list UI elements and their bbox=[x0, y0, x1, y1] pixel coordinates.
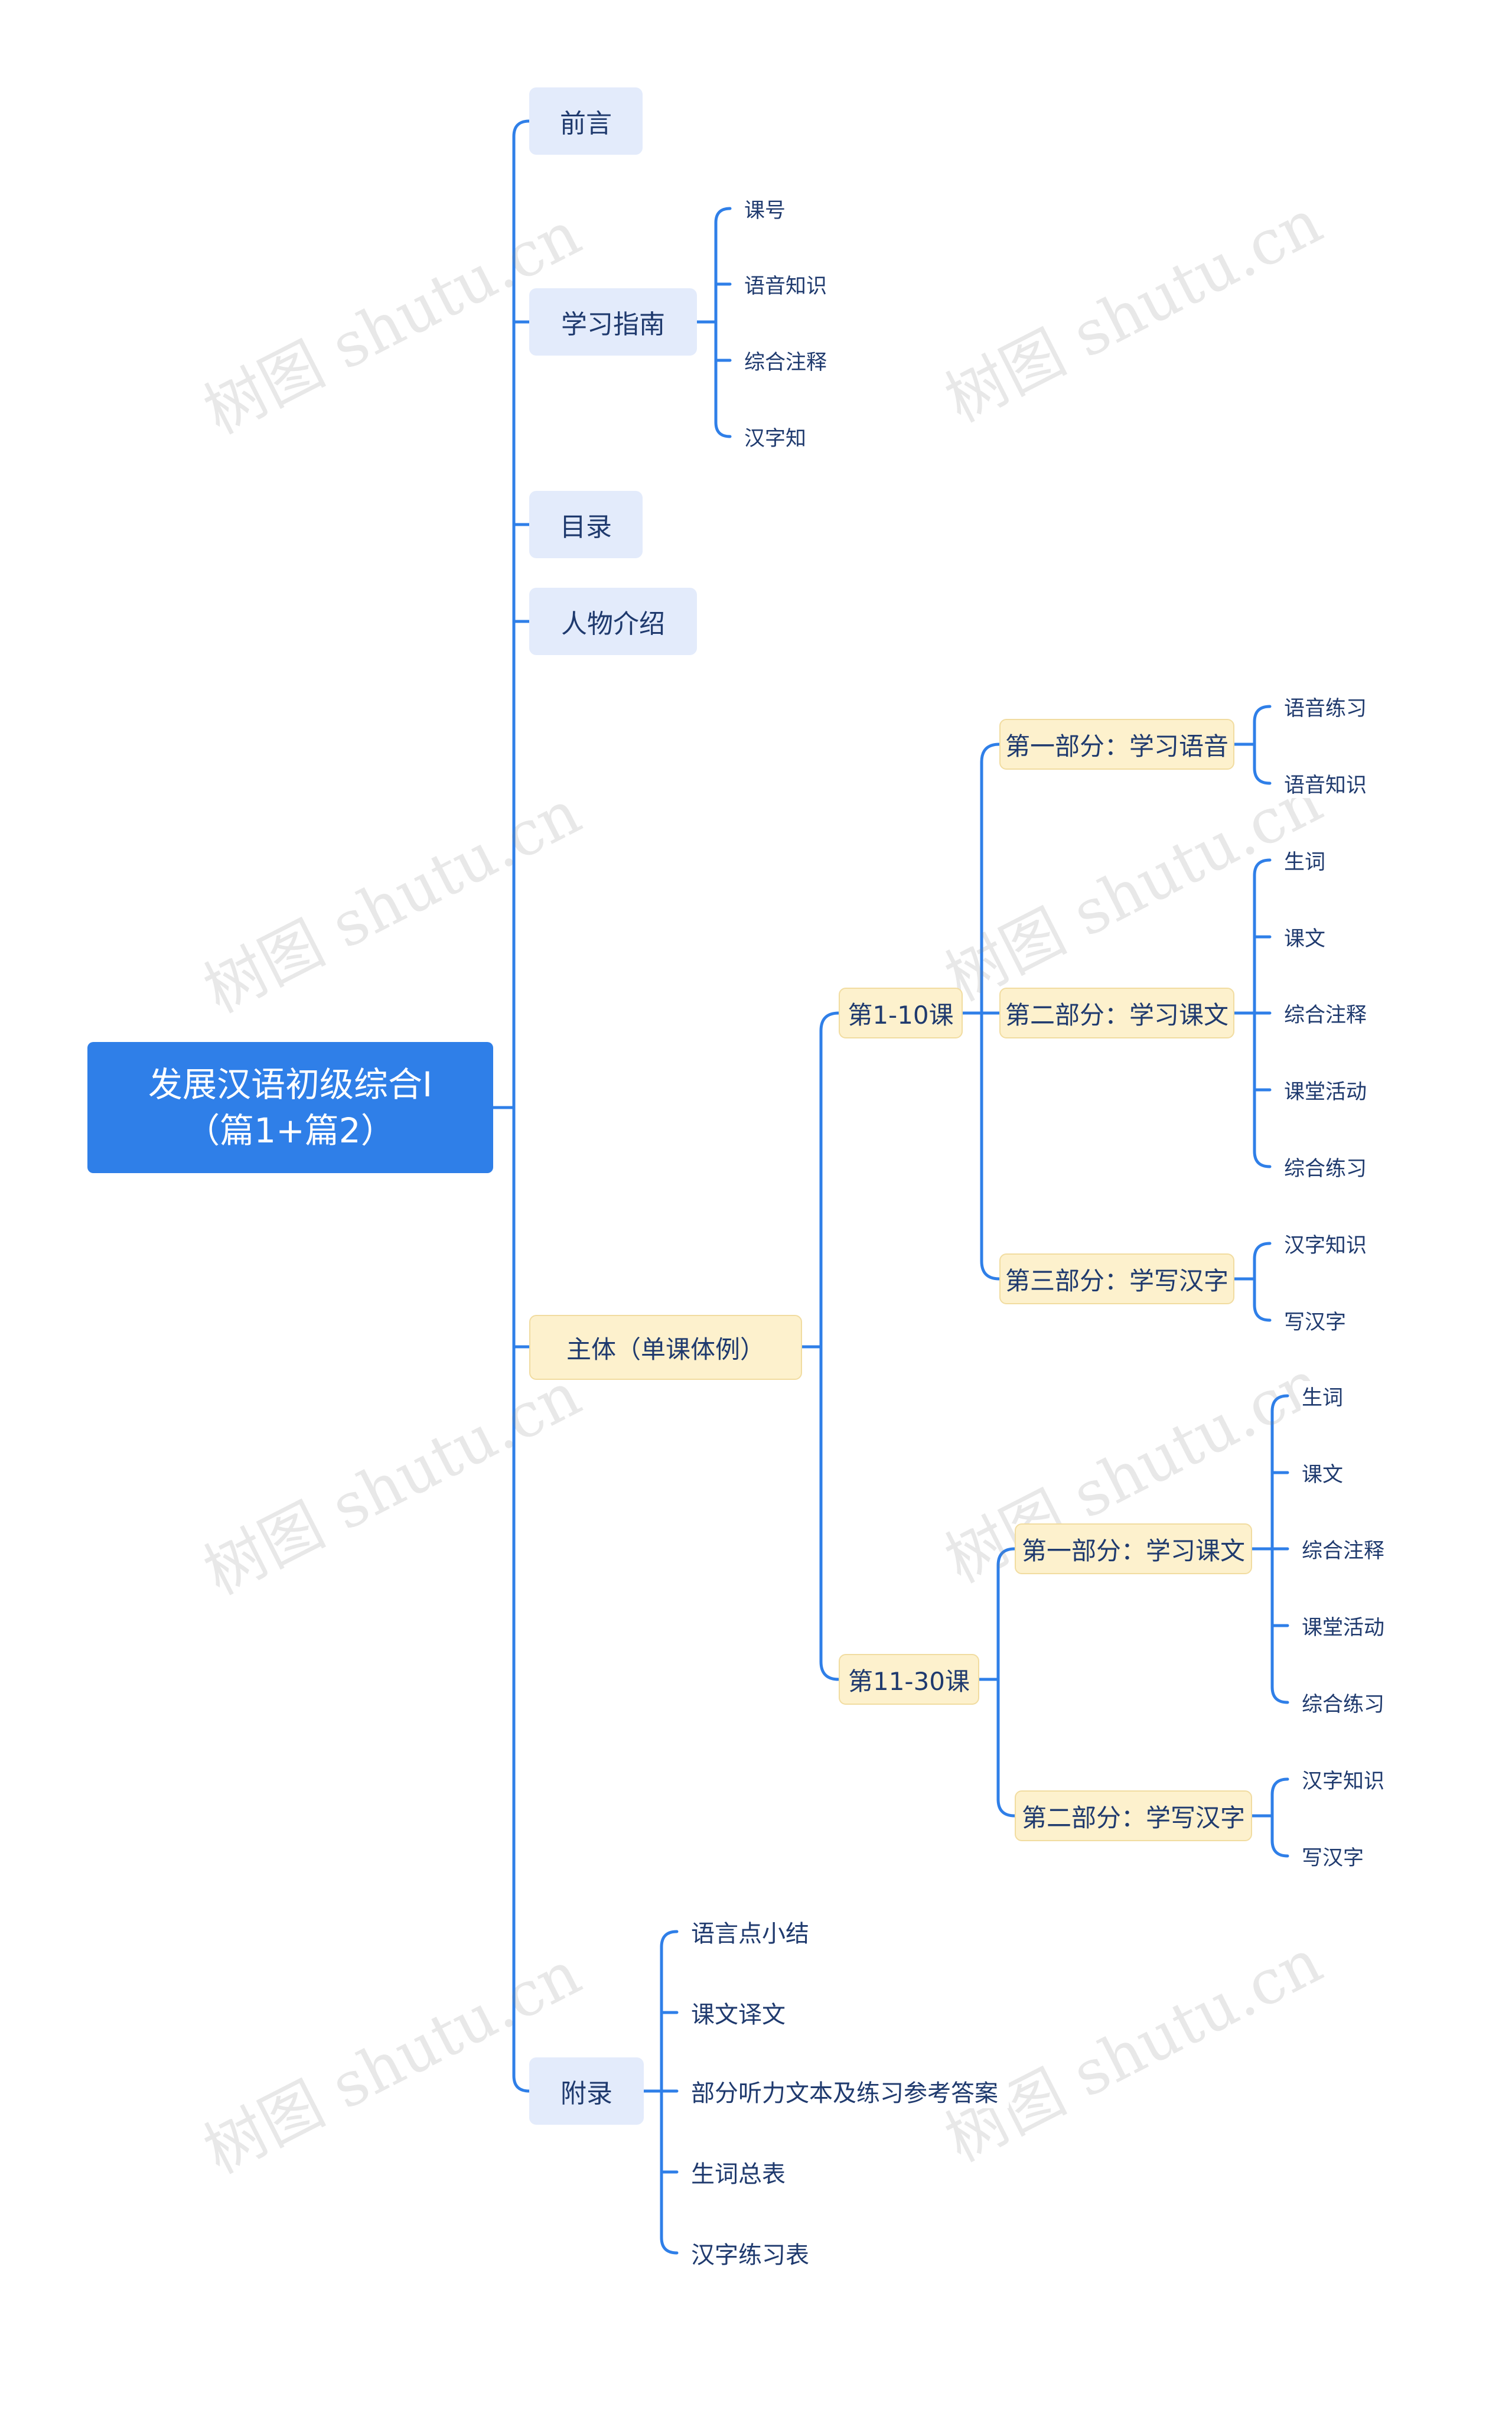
leaf-l1-part2-item[interactable]: 综合练习 bbox=[1283, 1152, 1401, 1181]
leaf-l2-part1-item[interactable]: 综合练习 bbox=[1301, 1688, 1419, 1717]
leaf-l2-part1-item[interactable]: 综合注释 bbox=[1301, 1534, 1419, 1564]
node-study-guide[interactable]: 学习指南 bbox=[529, 288, 697, 356]
leaf-appendix-item[interactable]: 课文译文 bbox=[690, 1995, 820, 2030]
node-main-body[interactable]: 主体（单课体例） bbox=[529, 1315, 802, 1380]
node-preface[interactable]: 前言 bbox=[529, 87, 643, 155]
leaf-l2-part1-item[interactable]: 课堂活动 bbox=[1301, 1611, 1419, 1640]
node-lessons-11-30[interactable]: 第11-30课 bbox=[839, 1654, 979, 1705]
root-title-line1: 发展汉语初级综合I bbox=[148, 1064, 433, 1105]
leaf-l2-part1-item[interactable]: 课文 bbox=[1301, 1458, 1419, 1487]
leaf-l2-part2-item[interactable]: 汉字知识 bbox=[1301, 1764, 1419, 1794]
leaf-l1-part3-item[interactable]: 汉字知识 bbox=[1283, 1229, 1401, 1258]
leaf-guide-item[interactable]: 汉字知 bbox=[743, 422, 861, 451]
node-l1-part1[interactable]: 第一部分：学习语音 bbox=[999, 719, 1234, 770]
leaf-guide-item[interactable]: 综合注释 bbox=[743, 346, 861, 375]
node-l2-part1[interactable]: 第一部分：学习课文 bbox=[1015, 1523, 1252, 1574]
leaf-l1-part1-item[interactable]: 语音练习 bbox=[1283, 692, 1401, 721]
root-node[interactable]: 发展汉语初级综合I （篇1+篇2） bbox=[87, 1042, 493, 1173]
leaf-l1-part2-item[interactable]: 课文 bbox=[1283, 922, 1401, 952]
node-appendix[interactable]: 附录 bbox=[529, 2057, 644, 2125]
leaf-appendix-item[interactable]: 汉字练习表 bbox=[690, 2236, 843, 2270]
leaf-appendix-item[interactable]: 部分听力文本及练习参考答案 bbox=[690, 2074, 1009, 2108]
node-lessons-1-10[interactable]: 第1-10课 bbox=[839, 988, 963, 1038]
leaf-appendix-item[interactable]: 生词总表 bbox=[690, 2155, 820, 2189]
leaf-l2-part2-item[interactable]: 写汉字 bbox=[1301, 1841, 1419, 1871]
root-title-line2: （篇1+篇2） bbox=[185, 1111, 395, 1151]
leaf-l1-part2-item[interactable]: 课堂活动 bbox=[1283, 1075, 1401, 1105]
leaf-guide-item[interactable]: 语音知识 bbox=[743, 269, 861, 299]
leaf-guide-item[interactable]: 课号 bbox=[743, 194, 861, 223]
node-l1-part2[interactable]: 第二部分：学习课文 bbox=[999, 988, 1234, 1038]
node-l1-part3[interactable]: 第三部分：学写汉字 bbox=[999, 1253, 1234, 1304]
node-toc[interactable]: 目录 bbox=[529, 491, 643, 558]
leaf-l1-part3-item[interactable]: 写汉字 bbox=[1283, 1305, 1401, 1335]
leaf-l1-part2-item[interactable]: 生词 bbox=[1283, 845, 1401, 875]
leaf-l1-part2-item[interactable]: 综合注释 bbox=[1283, 998, 1401, 1028]
node-l2-part2[interactable]: 第二部分：学写汉字 bbox=[1015, 1790, 1252, 1841]
leaf-appendix-item[interactable]: 语言点小结 bbox=[690, 1914, 843, 1949]
node-characters[interactable]: 人物介绍 bbox=[529, 588, 697, 655]
leaf-l2-part1-item[interactable]: 生词 bbox=[1301, 1381, 1419, 1411]
leaf-l1-part1-item[interactable]: 语音知识 bbox=[1283, 768, 1401, 798]
